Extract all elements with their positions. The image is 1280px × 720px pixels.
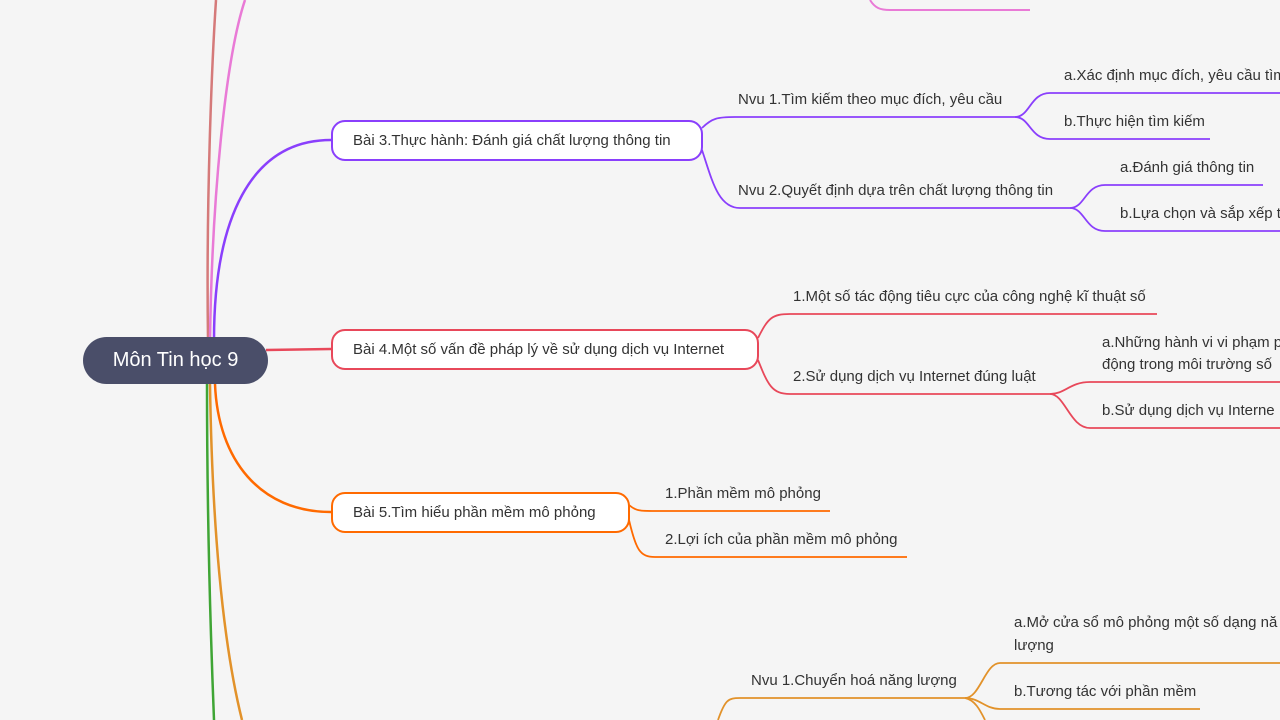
subtopic-bai4-2[interactable]: 2.Sử dụng dịch vụ Internet đúng luật [793, 368, 1036, 385]
branch-line-pink [208, 0, 247, 341]
subtopic-bai4-2b[interactable]: b.Sử dụng dịch vụ Interne [1102, 402, 1275, 419]
pink-underline [869, 0, 1030, 11]
subtopic-nvu1[interactable]: Nvu 1.Tìm kiếm theo mục đích, yêu cầu [738, 91, 1003, 108]
branch-line-red [265, 347, 332, 352]
subtopic-bai4-1[interactable]: 1.Một số tác động tiêu cực của công nghệ… [793, 288, 1146, 305]
branch-line-purple [212, 138, 332, 341]
topic-bai5[interactable]: Bài 5.Tìm hiểu phần mềm mô phỏng [331, 492, 630, 533]
subtopic-bai6-nvu1-a-line2[interactable]: lượng [1014, 637, 1054, 654]
subtopic-bai5-1[interactable]: 1.Phần mềm mô phỏng [665, 485, 821, 502]
subtopic-nvu2-b[interactable]: b.Lựa chọn và sắp xếp t [1120, 205, 1280, 222]
subtopic-bai6-nvu1-a-line1[interactable]: a.Mở cửa sổ mô phỏng một số dạng nă [1014, 614, 1278, 631]
subtopic-nvu1-a[interactable]: a.Xác định mục đích, yêu cầu tìm [1064, 67, 1280, 84]
topic-bai3[interactable]: Bài 3.Thực hành: Đánh giá chất lượng thô… [331, 120, 703, 161]
subtopic-bai6-nvu1-b[interactable]: b.Tương tác với phần mềm [1014, 683, 1197, 700]
branch-line-green [205, 383, 216, 720]
subtopic-nvu2-a[interactable]: a.Đánh giá thông tin [1120, 159, 1255, 176]
subtopic-bai4-2a-line1[interactable]: a.Những hành vi vi phạm p [1102, 334, 1280, 351]
subtopic-bai5-2[interactable]: 2.Lợi ích của phần mềm mô phỏng [665, 531, 898, 548]
subtopic-bai6-nvu1[interactable]: Nvu 1.Chuyển hoá năng lượng [751, 672, 957, 689]
subtopic-nvu1-b[interactable]: b.Thực hiện tìm kiếm [1064, 113, 1205, 130]
subtopic-bai4-2a-line2[interactable]: động trong môi trường số [1102, 356, 1272, 373]
branch-line-rose [206, 0, 218, 341]
root-node[interactable]: Môn Tin học 9 [83, 337, 268, 384]
subtopic-nvu2[interactable]: Nvu 2.Quyết định dựa trên chất lượng thô… [738, 182, 1054, 199]
topic-bai4[interactable]: Bài 4.Một số vấn đề pháp lý về sử dụng d… [331, 329, 759, 370]
branch-line-amber [208, 383, 244, 720]
branch-line-orange [213, 383, 332, 514]
